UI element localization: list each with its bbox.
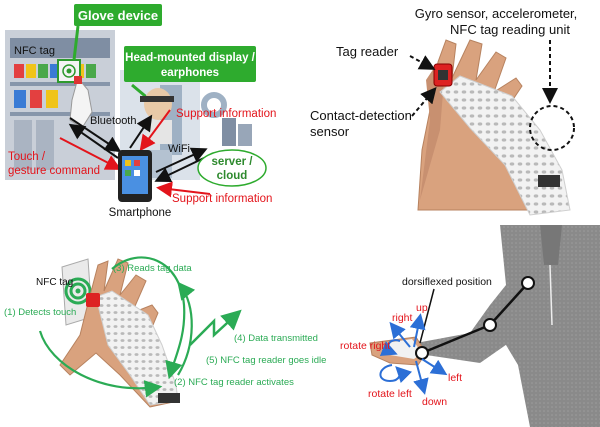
glove-device-label: Glove device bbox=[78, 8, 158, 23]
bluetooth-arrow-3 bbox=[129, 114, 153, 149]
label-up: up bbox=[416, 302, 428, 314]
cloud-illustration bbox=[197, 149, 267, 187]
shoulder-joint bbox=[521, 276, 535, 290]
arrow-down bbox=[413, 360, 429, 395]
arrow-up bbox=[409, 313, 426, 348]
hmd-label-line2: earphones bbox=[161, 67, 219, 79]
arc-detect-touch bbox=[38, 330, 163, 398]
flow-tag-reader bbox=[86, 293, 100, 307]
gesture-panel: dorsiflexed position up right rotate rig… bbox=[330, 225, 600, 427]
step2-label: (2) NFC tag reader activates bbox=[174, 377, 294, 388]
glove-device-label-box bbox=[74, 4, 162, 26]
arrow-left bbox=[421, 358, 448, 376]
wifi-arrow-2 bbox=[154, 157, 205, 183]
bluetooth-arrow-1 bbox=[69, 117, 122, 153]
contact-pointer bbox=[411, 86, 437, 117]
wifi-label: WiFi bbox=[168, 143, 190, 155]
hmd-label-box bbox=[124, 46, 256, 82]
arrow-rotate-right bbox=[379, 339, 401, 356]
step1-label: (1) Detects touch bbox=[4, 307, 76, 318]
sensor-module-highlight bbox=[529, 105, 575, 151]
label-right: right bbox=[392, 312, 413, 324]
label-rotate-right: rotate right bbox=[340, 340, 390, 352]
arc-idle bbox=[177, 281, 196, 376]
touch-cmd-line2: gesture command bbox=[8, 165, 100, 177]
hmd-label-line1: Head-mounted display / bbox=[125, 52, 256, 64]
bluetooth-label: Bluetooth bbox=[90, 115, 136, 127]
smartphone-label: Smartphone bbox=[109, 207, 172, 219]
bluetooth-arrow-2 bbox=[68, 123, 119, 159]
flow-nfc-tag-label: NFC tag bbox=[36, 277, 73, 288]
wrist-strap bbox=[538, 175, 560, 187]
sensors-line1: Gyro sensor, accelerometer, bbox=[415, 6, 578, 21]
server-line1: server / bbox=[212, 156, 254, 168]
dorsiflexed-label: dorsiflexed position bbox=[402, 276, 492, 288]
touch-cmd-line1: Touch / bbox=[8, 151, 46, 163]
step4-label: (4) Data transmitted bbox=[234, 333, 318, 344]
contact-line1: Contact-detection bbox=[310, 108, 412, 123]
smartphone-illustration bbox=[118, 150, 152, 202]
wrist-joint bbox=[415, 346, 429, 360]
glove-callout-pointer bbox=[72, 25, 80, 61]
transmission-bolt bbox=[189, 309, 242, 346]
tag-reader-illustration bbox=[433, 63, 453, 87]
tag-reader-pointer bbox=[409, 55, 436, 70]
step3-label: (3) Reads tag data bbox=[113, 263, 192, 274]
touch-command-arrow bbox=[59, 137, 122, 170]
support-info-top-label: Support information bbox=[176, 108, 276, 120]
mesh-glove-illustration bbox=[439, 75, 571, 216]
operation-flow-panel: NFC tag (3) Reads tag data (1) Detects t… bbox=[0, 225, 330, 427]
support-arrow-bottom bbox=[156, 181, 211, 198]
contact-line2: sensor bbox=[310, 124, 350, 139]
shelf-illustration bbox=[5, 30, 115, 180]
server-illustration bbox=[222, 118, 252, 146]
dorsiflexed-pointer bbox=[419, 288, 435, 344]
label-left: left bbox=[448, 372, 462, 384]
arrow-right bbox=[389, 321, 411, 348]
flow-wrist-strap bbox=[158, 393, 180, 403]
elbow-joint bbox=[483, 318, 497, 332]
support-info-bottom-label: Support information bbox=[172, 193, 272, 205]
label-down: down bbox=[422, 396, 447, 408]
label-rotate-left: rotate left bbox=[368, 388, 412, 400]
server-line2: cloud bbox=[217, 170, 248, 182]
glove-closeup-panel: Gyro sensor, accelerometer, NFC tag read… bbox=[300, 0, 600, 225]
arrow-rotate-left bbox=[379, 364, 413, 384]
step5-label: (5) NFC tag reader goes idle bbox=[206, 355, 326, 366]
support-arrow-top bbox=[139, 109, 171, 152]
nfc-tag-label: NFC tag bbox=[14, 45, 55, 57]
sensors-line2: NFC tag reading unit bbox=[450, 22, 570, 37]
tag-reader-label: Tag reader bbox=[336, 44, 399, 59]
system-overview-panel: Glove device NFC tag Head-mounted displa… bbox=[0, 0, 300, 225]
